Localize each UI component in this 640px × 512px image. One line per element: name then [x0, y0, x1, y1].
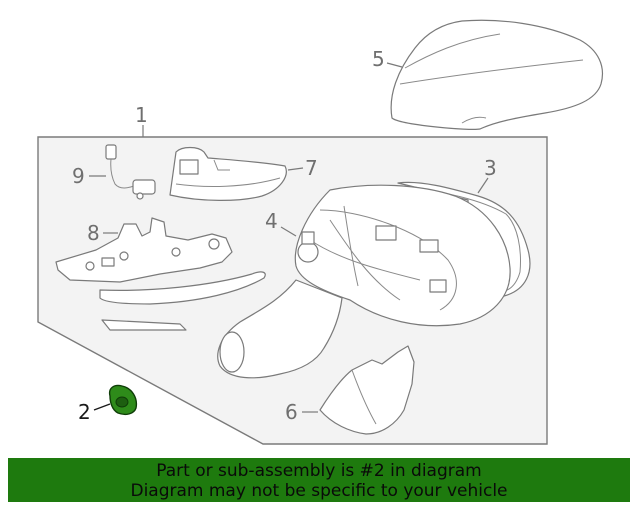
callout-5[interactable]: 5	[372, 47, 385, 71]
parts-diagram: 1 5 9 7 8 3	[37, 19, 603, 445]
banner-line-2: Diagram may not be specific to your vehi…	[130, 481, 508, 501]
callout-9[interactable]: 9	[72, 164, 85, 188]
mirror-housing-part[interactable]	[217, 184, 511, 379]
callout-7-leader	[287, 167, 304, 171]
mirror-cover-part[interactable]	[390, 19, 603, 130]
banner-line-1: Part or sub-assembly is #2 in diagram	[156, 461, 482, 481]
callout-6[interactable]: 6	[285, 400, 298, 424]
callout-4-leader	[280, 226, 297, 237]
nut-part-highlighted[interactable]	[108, 384, 138, 416]
callout-2-leader	[93, 403, 111, 411]
wiring-harness-part[interactable]	[105, 144, 156, 200]
callout-2[interactable]: 2	[78, 400, 91, 424]
bracket-part[interactable]	[55, 217, 266, 331]
callout-5-leader	[386, 62, 403, 68]
lower-cover-part[interactable]	[319, 345, 415, 435]
callout-8[interactable]: 8	[87, 221, 100, 245]
info-banner: Part or sub-assembly is #2 in diagram Di…	[8, 458, 630, 502]
callout-7[interactable]: 7	[305, 156, 318, 180]
callout-4[interactable]: 4	[265, 209, 278, 233]
callout-1[interactable]: 1	[135, 103, 148, 127]
turn-signal-lamp-part[interactable]	[169, 146, 287, 201]
callout-3[interactable]: 3	[484, 156, 497, 180]
callout-3-leader	[477, 177, 489, 194]
